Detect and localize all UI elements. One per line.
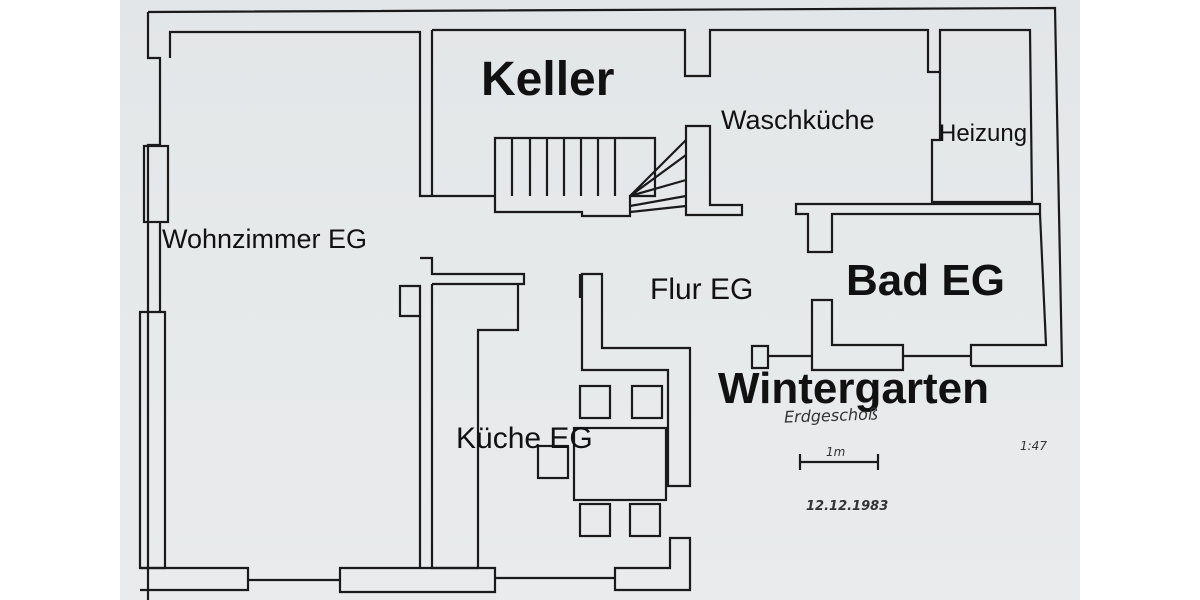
scale-ratio: 1:47 (1020, 439, 1047, 453)
room-label-kueche: Küche EG (456, 422, 593, 455)
chair-1 (578, 384, 612, 420)
room-label-wohnzimmer: Wohnzimmer EG (162, 224, 368, 254)
room-label-bad: Bad EG (846, 256, 1005, 305)
chair-3 (536, 444, 570, 480)
window-left-2 (138, 310, 167, 570)
handwritten-title: Erdgeschoß (783, 404, 879, 427)
outer-wall (147, 6, 1064, 368)
scale-bar (798, 454, 880, 470)
room-label-wintergarten: Wintergarten (718, 364, 989, 413)
bottom-wall-5 (613, 536, 692, 592)
keller-wall-top (432, 28, 1034, 204)
stair-post (684, 124, 744, 217)
room-label-keller: Keller (481, 53, 615, 106)
chair-2 (630, 384, 664, 420)
wintergarten-sill (750, 344, 812, 370)
window-left-1 (142, 144, 170, 224)
bad-top-wall (794, 202, 1042, 254)
chair-4 (578, 502, 612, 538)
stair-winders (629, 139, 687, 214)
stair-steps (510, 138, 617, 196)
kueche-wall-long (418, 284, 520, 570)
kueche-pillar (398, 284, 422, 318)
bad-lower-wall (810, 298, 905, 372)
chair-5 (628, 502, 662, 538)
kueche-left-wall (420, 256, 526, 286)
handwritten-date: 12.12.1983 (806, 499, 889, 514)
dining-table (572, 426, 668, 502)
bottom-wall-1 (140, 566, 250, 592)
scale-bar-label: 1m (826, 445, 846, 459)
stair-outline (493, 136, 657, 218)
outer-wall-left (146, 12, 162, 600)
kueche-divider (580, 272, 692, 488)
room-label-flur: Flur EG (650, 273, 754, 306)
room-label-heizung: Heizung (939, 120, 1028, 147)
bottom-wall-3 (338, 566, 497, 594)
left-wall-inner (168, 30, 495, 198)
room-label-waschkueche: Waschküche (721, 105, 875, 135)
heizung-wall (930, 72, 942, 204)
